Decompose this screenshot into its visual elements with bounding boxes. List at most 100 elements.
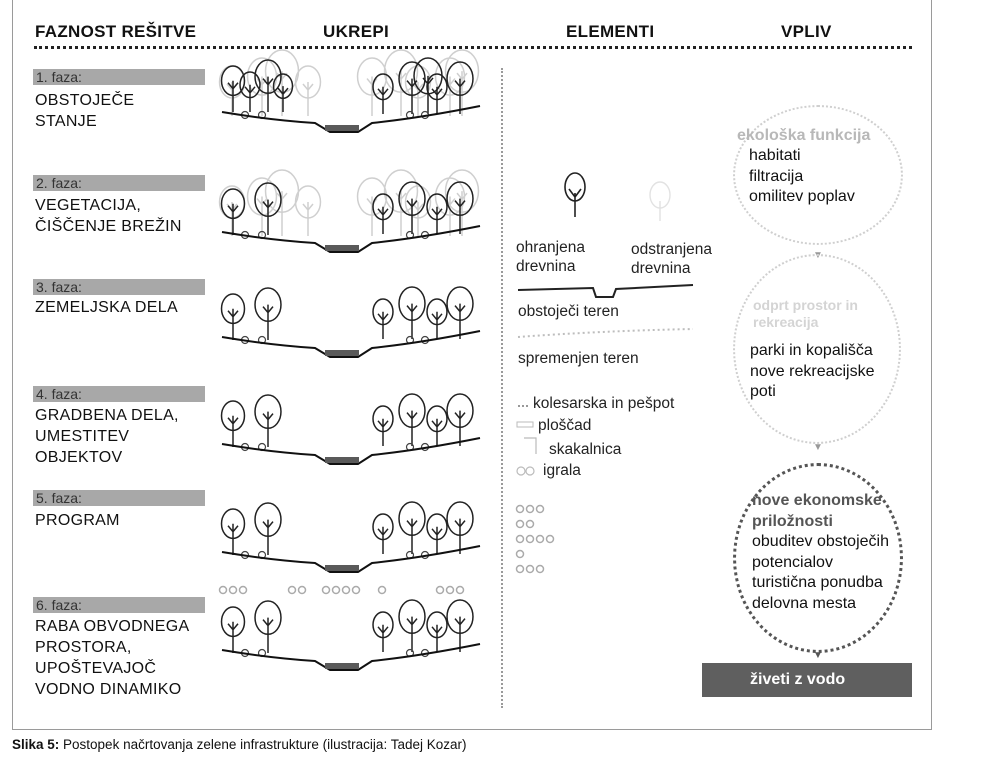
person-icon	[228, 585, 238, 595]
tree-trunk	[454, 198, 466, 234]
figure-caption: Slika 5: Postopek načrtovanja zelene inf…	[12, 737, 467, 752]
tree-trunk	[276, 191, 288, 236]
person-icon	[515, 504, 525, 514]
phase-2-bar: 2. faza:	[33, 175, 205, 191]
person-icon	[525, 519, 535, 529]
changed-terrain-line	[517, 328, 694, 338]
changed-terrain-label: spremenjen teren	[518, 350, 639, 367]
tree-trunk	[454, 616, 466, 652]
platform-label: ploščad	[538, 417, 592, 434]
tree-trunk	[454, 410, 466, 446]
tree-trunk	[454, 78, 466, 114]
person-icon	[331, 585, 341, 595]
water	[325, 245, 359, 251]
person-icon	[297, 585, 307, 595]
water	[325, 350, 359, 356]
tree-trunk	[377, 311, 389, 339]
terrain-line	[221, 545, 481, 573]
tree-trunk	[227, 523, 239, 555]
phase-3-bar: 3. faza:	[33, 279, 205, 295]
economic-circle	[733, 463, 903, 653]
person-icon	[525, 564, 535, 574]
person-icon	[525, 504, 535, 514]
living-with-water-box: živeti z vodo	[702, 663, 912, 697]
person-icon	[515, 549, 525, 559]
person-icon	[535, 504, 545, 514]
person-icon	[341, 585, 351, 595]
tree-trunk	[244, 84, 256, 112]
tree-trunk	[406, 410, 418, 446]
tree-trunk	[431, 206, 443, 234]
tree-trunk	[227, 415, 239, 447]
person-icon	[535, 564, 545, 574]
tree-trunk	[395, 191, 407, 236]
person-icon	[525, 534, 535, 544]
tree-trunk	[395, 71, 407, 116]
tree-trunk	[454, 303, 466, 339]
playground-icon	[516, 466, 535, 476]
phase-3-title: ZEMELJSKA DELA	[35, 299, 178, 316]
jump-board-label: skakalnica	[549, 441, 622, 458]
tree-trunk	[454, 518, 466, 554]
tree-trunk	[366, 196, 378, 236]
header-divider	[34, 46, 912, 49]
person-icon	[515, 564, 525, 574]
tree-trunk	[262, 411, 274, 447]
terrain-line	[221, 330, 481, 358]
tree-trunk	[406, 303, 418, 339]
water	[325, 457, 359, 463]
figure-frame	[12, 0, 932, 730]
tree-trunk	[377, 624, 389, 652]
platform-icon	[516, 421, 534, 428]
tree-trunk	[262, 519, 274, 555]
bike-path-label: kolesarska in pešpot	[533, 395, 675, 412]
tree-trunk	[302, 202, 314, 236]
person-icon	[545, 534, 555, 544]
existing-terrain-label: obstoječi teren	[518, 303, 619, 320]
header-measures: UKREPI	[323, 22, 390, 41]
eco-heading: ekološka funkcija	[737, 127, 871, 144]
person-icon	[435, 585, 445, 595]
existing-terrain-line	[517, 284, 694, 298]
terrain-line	[221, 643, 481, 671]
tree-trunk	[302, 82, 314, 116]
eco-function-circle	[733, 105, 903, 245]
person-icon	[455, 585, 465, 595]
person-icon	[238, 585, 248, 595]
phase-6-bar: 6. faza:	[33, 597, 205, 613]
tree-trunk	[406, 518, 418, 554]
terrain-line	[221, 105, 481, 133]
arrow-down-icon: ▼	[813, 650, 823, 661]
terrain-line	[221, 437, 481, 465]
tree-trunk	[431, 86, 443, 114]
tree-trunk	[377, 206, 389, 234]
removed-tree-icon	[649, 181, 671, 221]
person-icon	[287, 585, 297, 595]
water	[325, 565, 359, 571]
tree-trunk	[262, 304, 274, 340]
bike-path-icon	[518, 405, 530, 407]
person-icon	[377, 585, 387, 595]
header-elements: ELEMENTI	[566, 22, 655, 41]
tree-trunk	[406, 198, 418, 234]
people-icons	[515, 504, 555, 574]
person-icon	[445, 585, 455, 595]
person-icon	[218, 585, 228, 595]
arrow-down-icon: ▼	[813, 442, 823, 453]
tree-trunk	[431, 624, 443, 652]
phase-4-bar: 4. faza:	[33, 386, 205, 402]
tree-trunk	[431, 418, 443, 446]
tree-trunk	[377, 526, 389, 554]
tree-trunk	[227, 80, 239, 112]
tree-trunk	[406, 616, 418, 652]
tree-trunk	[366, 76, 378, 116]
jump-board-icon	[524, 437, 537, 454]
